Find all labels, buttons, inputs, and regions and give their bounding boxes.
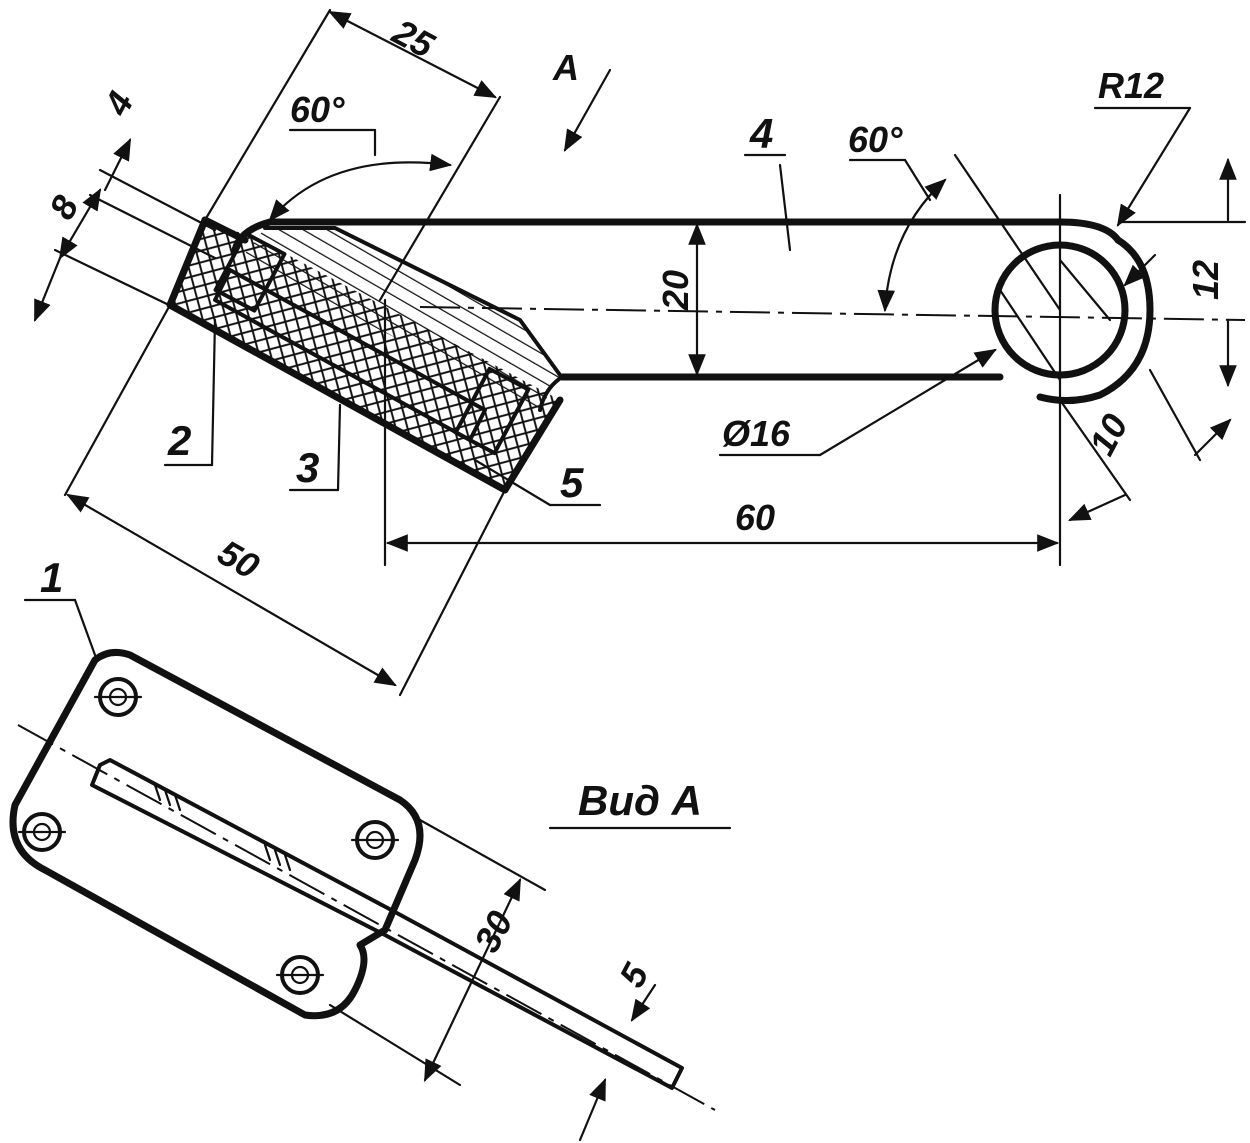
dim-25: 25 (385, 10, 441, 66)
base-plate (9, 648, 424, 1020)
dim-60deg-right: 60° (848, 119, 903, 160)
dim-diameter-16: Ø16 (722, 413, 791, 454)
dim-12: 12 (1185, 260, 1226, 300)
dim-8: 8 (41, 189, 87, 226)
part-number-3: 3 (296, 444, 319, 491)
dim-60: 60 (735, 497, 775, 538)
dim-60deg-left: 60° (290, 89, 345, 130)
dim-50: 50 (211, 531, 266, 587)
dim-R12: R12 (1098, 65, 1164, 106)
part-number-5: 5 (560, 459, 584, 506)
view-a: 30 5 1 Вид А (9, 554, 732, 1142)
arm-centerline (419, 306, 1246, 321)
dimension-lines (33, 8, 1247, 697)
dim-5: 5 (611, 956, 657, 994)
eye-hole (991, 236, 1154, 404)
part-number-2: 2 (167, 417, 191, 464)
view-a-caption: Вид А (578, 777, 702, 824)
screw-bottom (275, 955, 325, 995)
part-number-1: 1 (40, 554, 63, 601)
dim-4: 4 (95, 85, 141, 123)
rail-ticks (153, 783, 292, 872)
view-arrow-label: A (552, 47, 579, 88)
dim-20: 20 (655, 270, 696, 311)
main-view: 25 4 8 60° 20 60° R12 12 10 Ø16 60 50 A … (33, 8, 1247, 697)
slot-rail (90, 758, 684, 1090)
part-number-4: 4 (749, 110, 773, 157)
dim-30: 30 (466, 904, 521, 959)
screw-top-left (93, 677, 143, 717)
screw-right (350, 820, 400, 860)
screw-left (17, 812, 67, 852)
part-numbers: 2 3 5 4 (167, 110, 773, 506)
dim-10: 10 (1081, 407, 1136, 462)
